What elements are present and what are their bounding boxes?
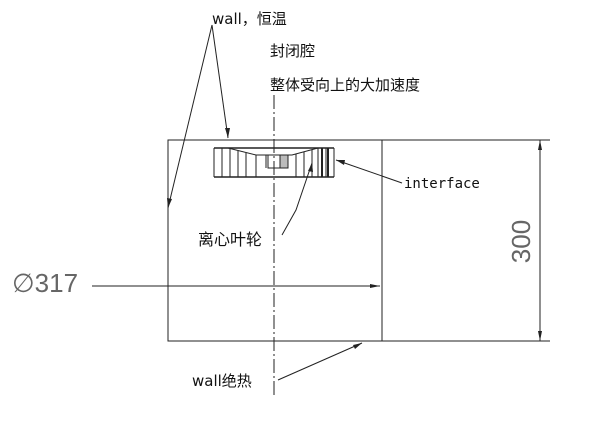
height-dimension-text: 300	[506, 219, 537, 264]
label-acceleration: 整体受向上的大加速度	[270, 76, 421, 94]
label-wall-top: wall，恒温	[212, 10, 287, 28]
label-sealed-cavity: 封闭腔	[270, 42, 316, 60]
leader-impeller	[281, 162, 313, 236]
label-interface: interface	[404, 176, 480, 192]
leader-wall-top-2	[167, 24, 213, 209]
leader-wall-bottom	[277, 342, 363, 381]
cavity-outline	[167, 139, 383, 342]
label-impeller: 离心叶轮	[198, 230, 263, 249]
diameter-dimension-text: ∅317	[12, 268, 79, 298]
impeller-shape	[213, 147, 335, 178]
leader-interface	[335, 159, 403, 184]
leader-wall-top-1	[211, 24, 229, 139]
label-wall-bottom: wall绝热	[192, 372, 252, 390]
